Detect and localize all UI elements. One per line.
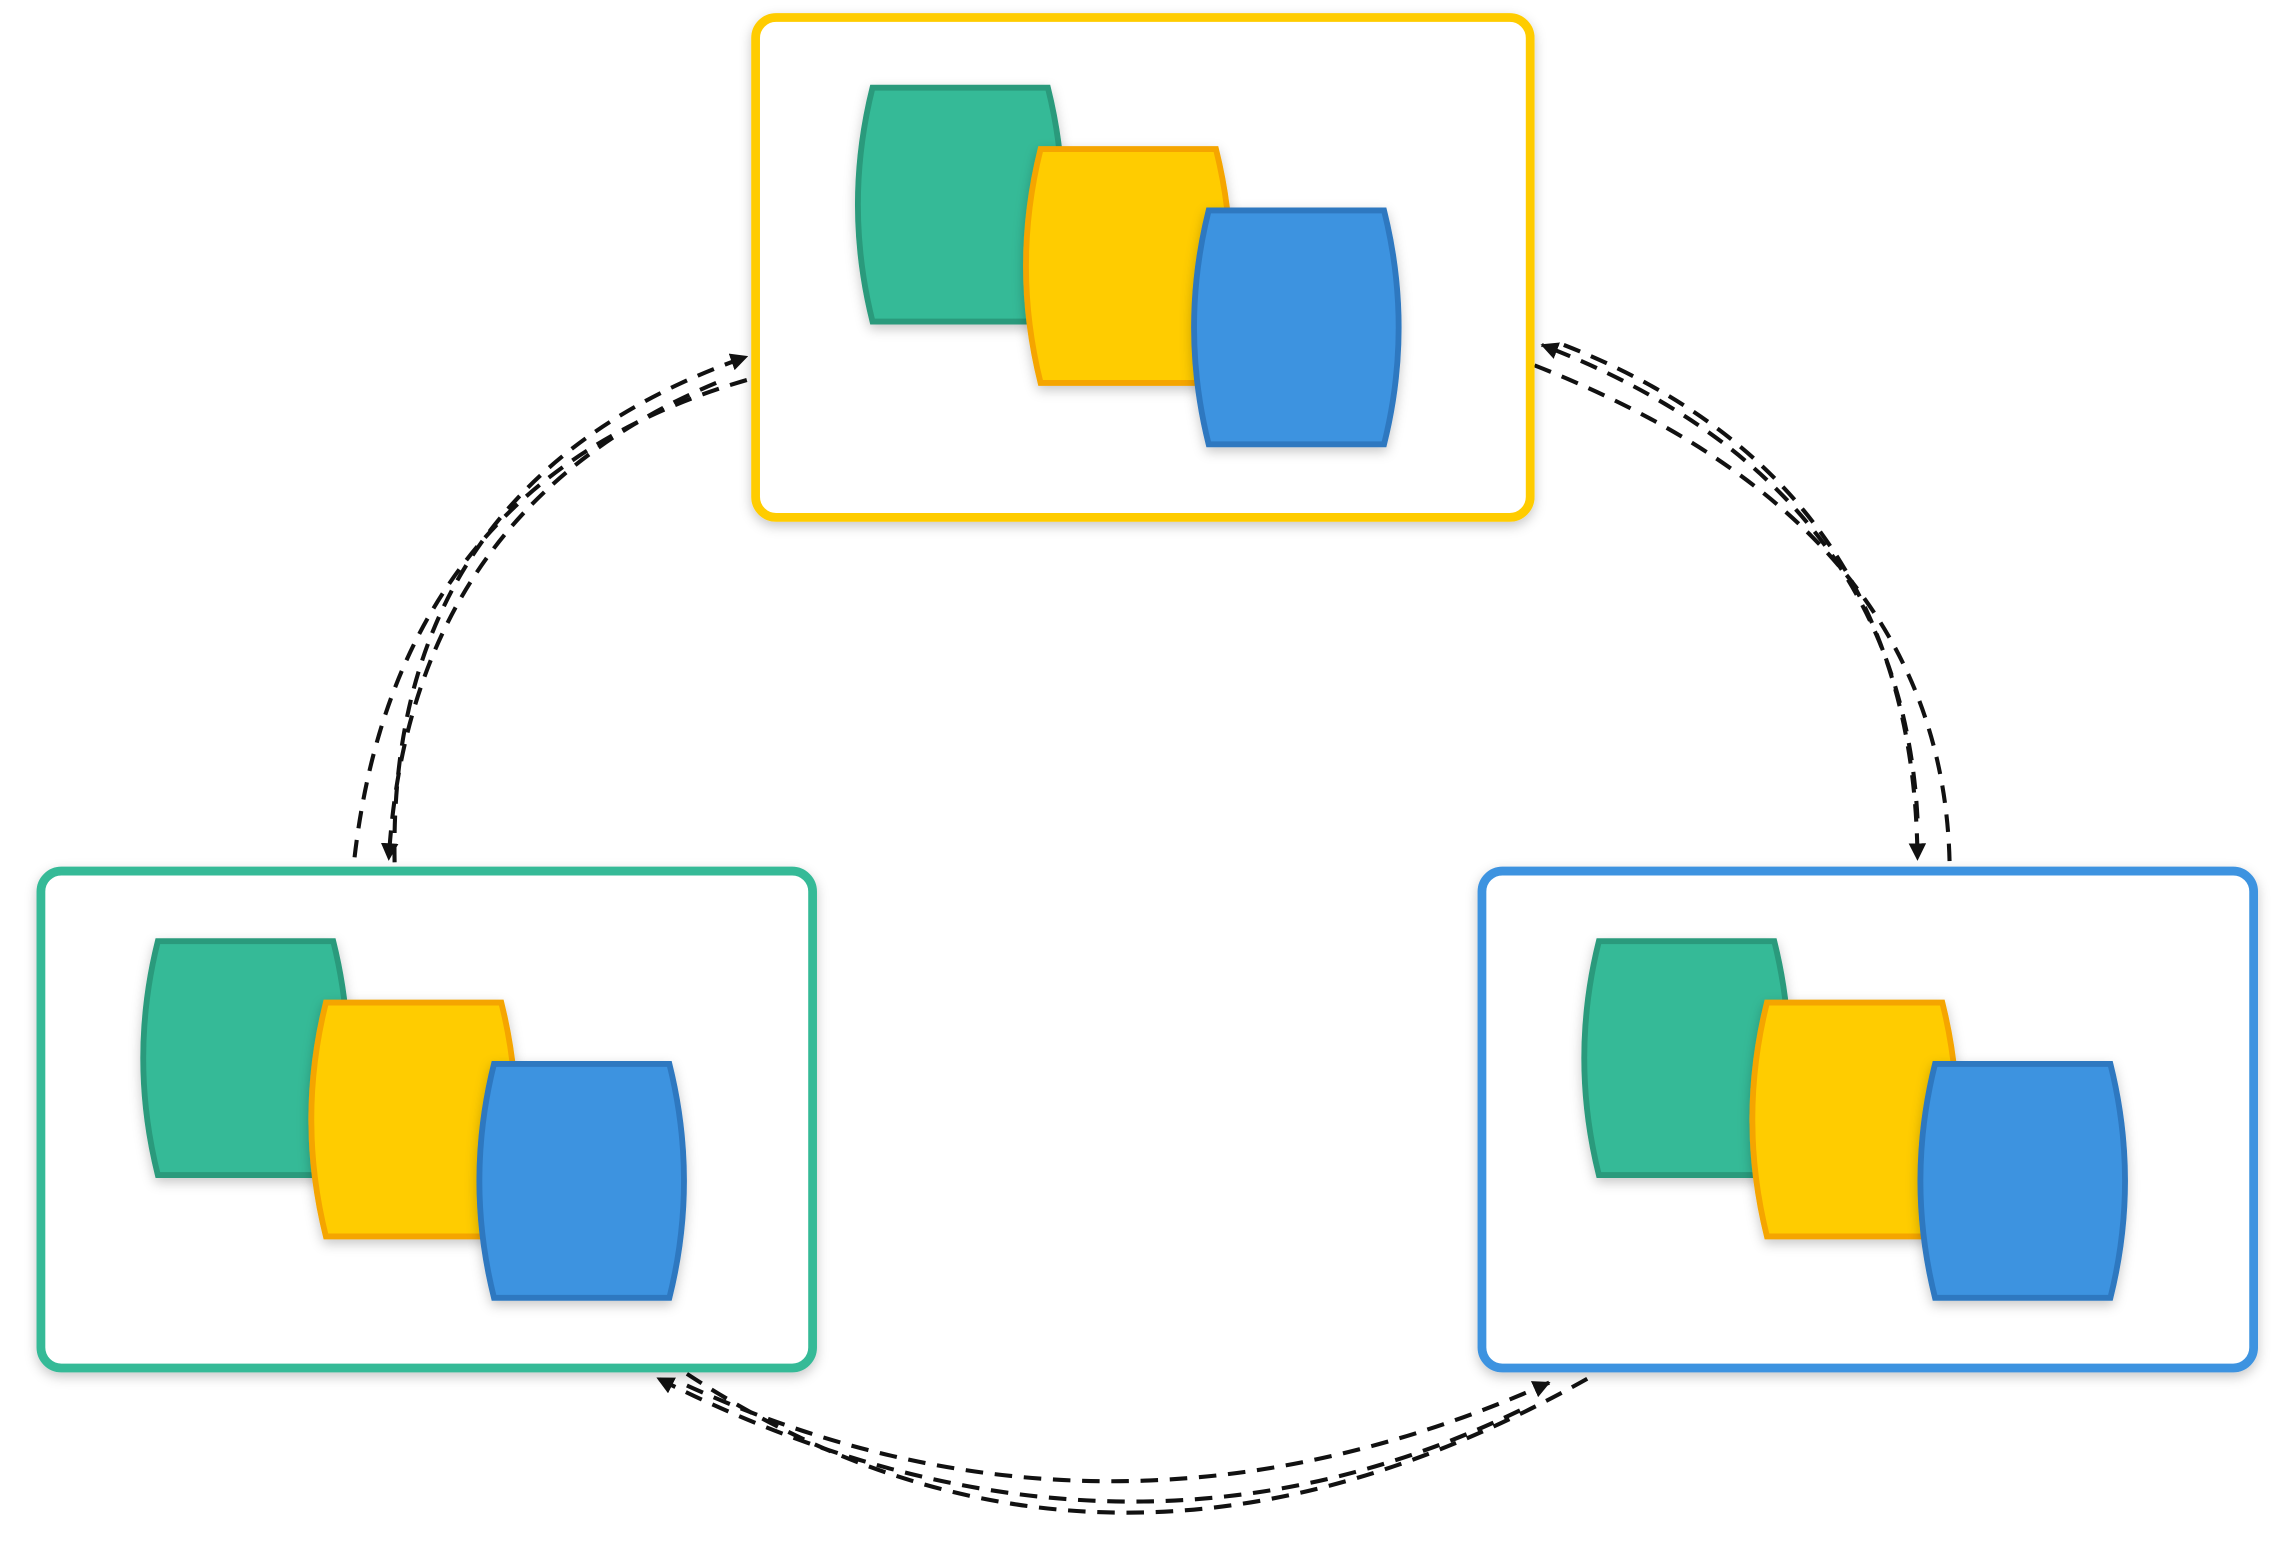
node-right-blue-store-icon xyxy=(1917,1061,2128,1301)
link-left-right-outer-arrow xyxy=(685,1372,1597,1515)
link-top-right-to-right-arrow xyxy=(1563,343,1927,861)
node-left-blue-store-icon xyxy=(476,1061,687,1301)
link-left-right-to-right-arrow xyxy=(686,1380,1551,1484)
link-top-right-to-top-arrow xyxy=(1540,342,1920,819)
link-top-right-outer-arrow xyxy=(1533,363,1952,866)
link-top-left-to-left-arrow xyxy=(380,381,717,861)
node-right[interactable] xyxy=(1477,866,2259,1373)
link-top-left-outer-arrow xyxy=(351,378,748,866)
link-top-left-to-top-arrow xyxy=(392,353,749,863)
node-top[interactable] xyxy=(751,13,1535,522)
node-left[interactable] xyxy=(36,866,817,1373)
link-left-right-to-left-arrow xyxy=(656,1376,1521,1504)
node-layer xyxy=(36,13,2259,1373)
node-top-blue-store-icon xyxy=(1191,207,1402,448)
link-layer xyxy=(351,342,1952,1515)
